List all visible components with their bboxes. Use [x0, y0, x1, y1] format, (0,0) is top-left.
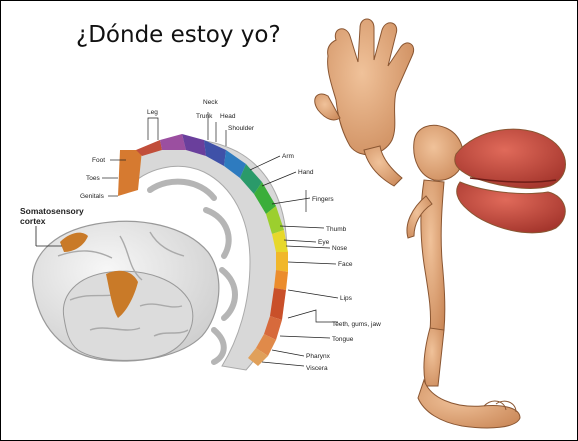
label-viscera: Viscera — [306, 365, 328, 372]
label-trunk: Trunk — [196, 113, 213, 120]
label-leg: Leg — [147, 109, 158, 116]
label-tongue: Tongue — [332, 336, 354, 343]
label-head: Head — [220, 113, 236, 120]
label-lips: Lips — [340, 295, 353, 302]
label-hand: Hand — [298, 169, 314, 176]
label-genitals: Genitals — [80, 193, 105, 200]
label-shoulder: Shoulder — [228, 125, 255, 132]
somatosensory-label-line2: cortex — [20, 216, 46, 226]
label-fingers: Fingers — [312, 196, 334, 203]
label-thumb: Thumb — [326, 226, 347, 233]
label-eye: Eye — [318, 239, 330, 246]
brain-illustration — [33, 221, 219, 361]
label-toes: Toes — [86, 175, 100, 182]
label-nose: Nose — [332, 245, 348, 252]
somatosensory-label-line1: Somatosensory — [20, 206, 84, 216]
homunculus-figure — [315, 19, 566, 428]
label-neck: Neck — [203, 99, 219, 106]
label-teeth-gums-jaw: Teeth, gums, jaw — [332, 321, 381, 328]
label-arm: Arm — [282, 153, 294, 160]
label-foot: Foot — [92, 157, 105, 164]
label-pharynx: Pharynx — [306, 353, 331, 360]
label-face: Face — [338, 261, 353, 268]
